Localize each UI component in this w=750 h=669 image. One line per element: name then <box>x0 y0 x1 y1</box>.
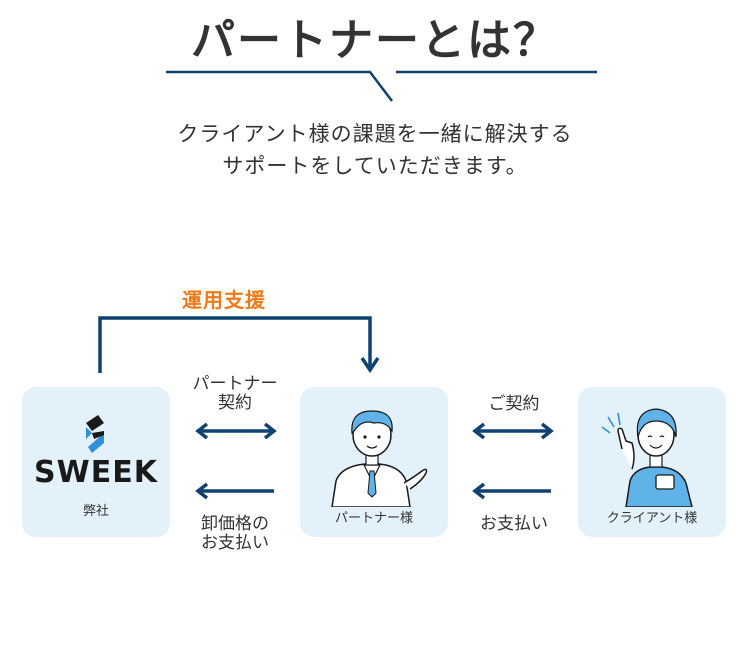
support-arrow <box>98 316 372 373</box>
partner-contract-arrow <box>195 422 277 440</box>
subtitle-line-1: クライアント様の課題を一緒に解決する <box>177 122 573 146</box>
partner-card: パートナー様 <box>300 387 448 537</box>
title-underline-left <box>166 70 393 102</box>
contract-arrow <box>472 422 554 440</box>
support-arrow-head <box>360 357 380 374</box>
page-title: パートナーとは？ <box>191 15 559 66</box>
payment-label: お支払い <box>480 514 548 534</box>
sweek-logo-text: SWEEK <box>34 455 158 490</box>
company-card: SWEEK 弊社 <box>22 387 170 537</box>
support-label: 運用支援 <box>182 288 266 312</box>
wholesale-payment-label-line-1: 卸価格の <box>201 514 269 534</box>
payment-arrow <box>472 482 551 500</box>
wholesale-payment-label-line-2: お支払い <box>201 533 269 553</box>
partner-illustration-icon <box>331 410 428 507</box>
company-label: 弊社 <box>82 504 109 519</box>
contract-label: ご契約 <box>488 394 540 414</box>
subtitle-line-2: サポートをしていただきます。 <box>222 154 528 178</box>
wholesale-payment-label: 卸価格の お支払い <box>180 515 290 553</box>
partner-contract-label: パートナー 契約 <box>180 375 290 413</box>
sweek-logo-icon <box>86 415 104 453</box>
partner-contract-label-line-1: パートナー <box>192 374 278 394</box>
client-card: クライアント様 <box>578 387 726 537</box>
partner-label: パートナー様 <box>334 511 413 526</box>
client-label: クライアント様 <box>606 511 698 526</box>
partner-contract-label-line-2: 契約 <box>218 393 252 413</box>
client-illustration-icon <box>601 408 693 507</box>
wholesale-payment-arrow <box>195 482 274 500</box>
